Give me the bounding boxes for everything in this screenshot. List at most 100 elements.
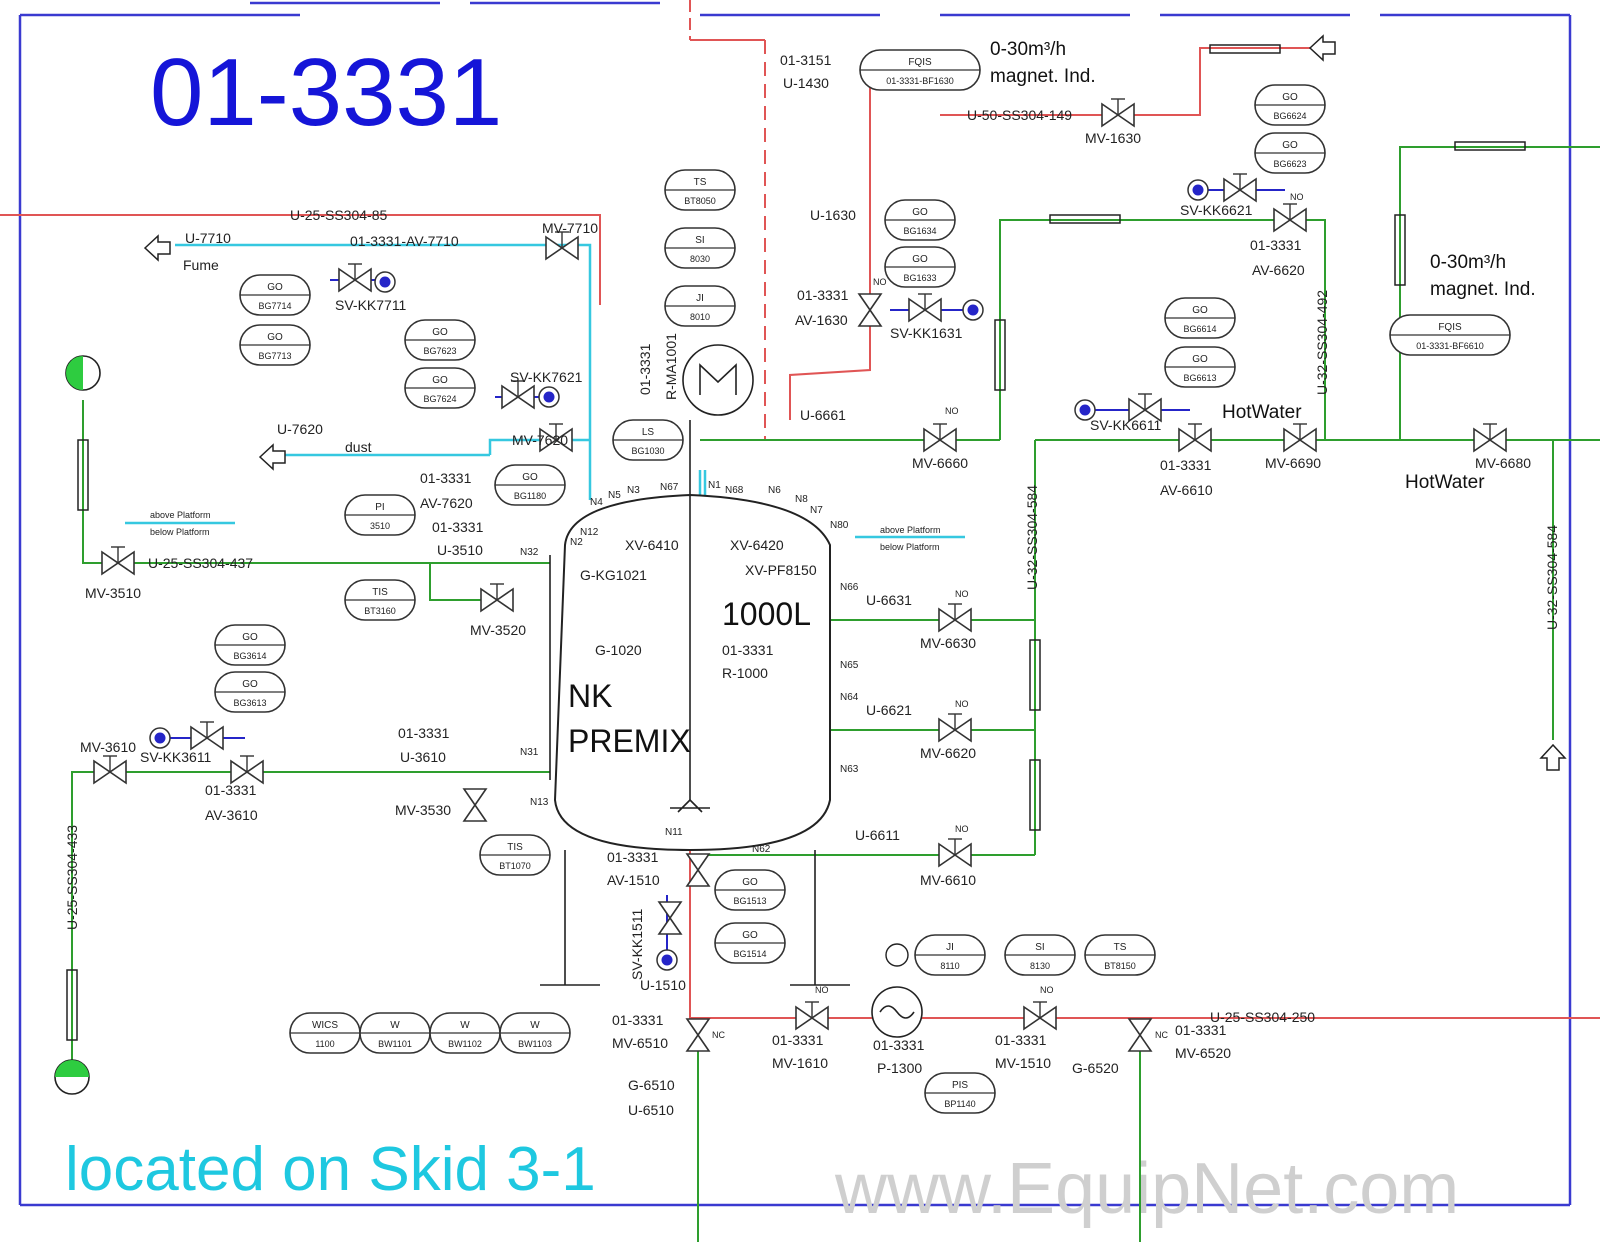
pid-label: N63: [840, 764, 859, 775]
valve: [795, 1001, 829, 1031]
pid-label: 01-3331: [873, 1037, 925, 1053]
pid-label: N4: [590, 497, 603, 508]
instrument-function: GO: [242, 632, 258, 643]
pid-label: R-MA1001: [663, 333, 679, 400]
pid-label: MV-3530: [395, 802, 451, 818]
pid-label: G-KG1021: [580, 567, 647, 583]
instrument-tag: 8030: [690, 254, 710, 264]
instrument-function: LS: [642, 427, 655, 438]
wall-hatches: [66, 44, 1526, 1041]
pid-label: 01-3331-AV-7710: [350, 233, 459, 249]
pid-label: U-32-SS304-492: [1314, 290, 1330, 395]
instrument-function: GO: [432, 327, 448, 338]
pid-label: 01-3331: [995, 1032, 1047, 1048]
pid-label: G-6510: [628, 1077, 675, 1093]
pid-label: U-50-SS304-149: [967, 107, 1072, 123]
valve: [101, 546, 135, 576]
pid-label: U-25-SS304-250: [1210, 1009, 1315, 1025]
skid-location: located on Skid 3-1: [65, 1135, 596, 1204]
pid-label: N62: [752, 844, 771, 855]
instrument-tag: BG7623: [423, 346, 456, 356]
pid-label: U-6611: [855, 827, 900, 843]
pid-label: MV-3520: [470, 622, 526, 638]
valve: [908, 293, 942, 323]
pid-label: U-7620: [277, 421, 323, 437]
pid-label: U-1430: [783, 75, 829, 91]
solenoid-valves: [149, 179, 1209, 971]
valve: [545, 231, 579, 261]
instrument-tag: 8110: [940, 961, 959, 971]
pid-label: U-32-SS304-584: [1544, 525, 1560, 630]
pid-label: N66: [840, 582, 859, 593]
pid-label: U-25-SS304-85: [290, 207, 387, 223]
instrument-function: GO: [522, 472, 538, 483]
instrument-tag: BG7624: [423, 394, 456, 404]
pid-label: 01-3331: [205, 782, 257, 798]
instrument-tag: BT8050: [684, 196, 716, 206]
drawing-title: 01-3331: [150, 39, 502, 146]
valve: [1101, 98, 1135, 128]
instrument-tag: BT8150: [1104, 961, 1136, 971]
instrument-function: GO: [912, 254, 928, 265]
valve: [1473, 423, 1507, 453]
instrument-tag: BW1101: [378, 1039, 412, 1049]
pid-label: N2: [570, 537, 583, 548]
instrument-function: GO: [1282, 92, 1298, 103]
valve: [923, 423, 957, 453]
pid-label: U-1630: [810, 207, 856, 223]
pid-label: XV-6420: [730, 537, 784, 553]
instrument-function: PIS: [952, 1080, 968, 1091]
green-pipes: [71, 146, 1600, 1242]
pid-label: N32: [520, 547, 539, 558]
pid-label: MV-1630: [1085, 130, 1141, 146]
valve: [501, 380, 535, 410]
valve: [1127, 1018, 1153, 1052]
pid-label: AV-1510: [607, 872, 660, 888]
pid-label: MV-6630: [920, 635, 976, 651]
valve: [539, 423, 573, 453]
instrument-tag: BG1633: [903, 273, 936, 283]
instrument-tag: BG6623: [1273, 159, 1306, 169]
pid-label: N64: [840, 692, 859, 703]
pid-label: MV-6690: [1265, 455, 1321, 471]
pid-label: N65: [840, 660, 859, 671]
pid-label: NO: [815, 985, 829, 995]
pid-label: U-3510: [437, 542, 483, 558]
instrument-tag: BG3613: [233, 698, 266, 708]
instrument-tag: 3510: [370, 521, 390, 531]
pid-label: NO: [955, 824, 969, 834]
pid-label: XV-6410: [625, 537, 679, 553]
pid-label: XV-PF8150: [745, 562, 817, 578]
pid-label: MV-6680: [1475, 455, 1531, 471]
instrument-bubble: GO BG6623: [1254, 132, 1326, 174]
instruments: GOBG7714GOBG7713GOBG7623GOBG7624GOBG1180…: [214, 49, 1511, 1114]
instrument-tag: BG3614: [233, 651, 266, 661]
pid-label: NO: [955, 699, 969, 709]
instrument-function: GO: [242, 679, 258, 690]
pid-label: N5: [608, 490, 621, 501]
pid-label: N13: [530, 797, 549, 808]
instrument-function: FQIS: [1438, 322, 1462, 333]
pid-label: MV-7620: [512, 432, 568, 448]
pid-label: U-25-SS304-433: [64, 825, 80, 930]
connection-circles: [54, 355, 101, 1095]
valve: [938, 603, 972, 633]
pid-label: AV-7620: [420, 495, 473, 511]
pid-label: AV-3610: [205, 807, 258, 823]
pid-label: NC: [712, 1030, 725, 1040]
instrument-function: GO: [1282, 140, 1298, 151]
pid-label: N68: [725, 485, 744, 496]
pid-label: MV-6620: [920, 745, 976, 761]
vessel-tag-1: 01-3331: [722, 642, 774, 658]
